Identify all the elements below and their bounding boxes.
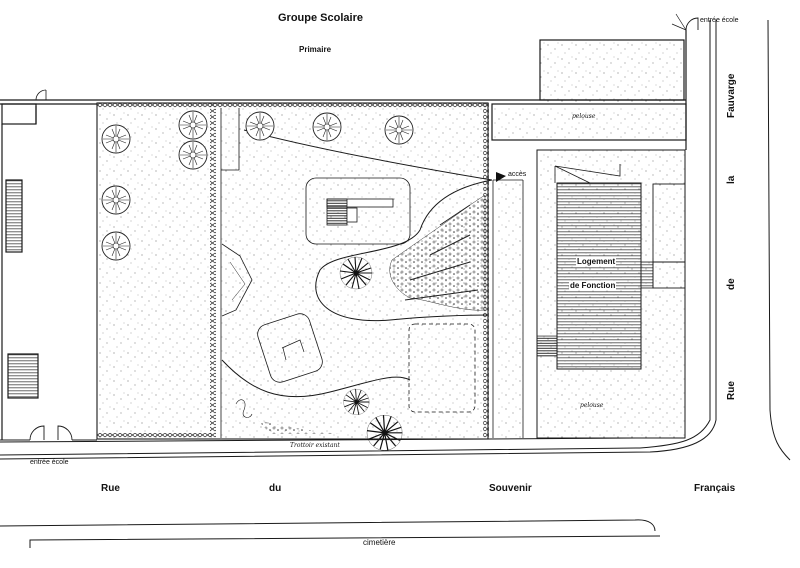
tree-symbol-icon xyxy=(101,231,131,261)
gates xyxy=(0,13,699,441)
street-rue-fauvarge-word: la xyxy=(726,175,737,184)
garden-paths xyxy=(221,129,493,418)
tree-symbol-icon xyxy=(178,140,208,170)
street-rue-souvenir-word: Rue xyxy=(101,483,120,494)
street-rue-fauvarge-word: Fauvarge xyxy=(726,73,737,118)
hedged-garden xyxy=(96,102,524,440)
road-edges xyxy=(0,19,791,548)
shrub-beds xyxy=(258,194,486,434)
tree-symbol-icon xyxy=(384,115,414,145)
site-boundaries xyxy=(0,30,687,440)
label-pelouse-bottom: pelouse xyxy=(580,402,604,409)
street-rue-fauvarge-word: de xyxy=(726,278,737,290)
label-de-fonction: de Fonction xyxy=(569,281,617,290)
tree-symbol-icon xyxy=(101,124,131,154)
tree-symbol-icon xyxy=(101,185,131,215)
label-pelouse-top: pelouse xyxy=(572,113,596,120)
label-trottoir-existant: Trottoir existant xyxy=(290,442,340,449)
street-rue-souvenir-word: Français xyxy=(694,483,736,494)
street-rue-fauvarge-word: Rue xyxy=(726,381,737,400)
logement-building xyxy=(536,149,686,439)
tree-symbol-icon xyxy=(312,112,342,142)
gate-arc-icon xyxy=(685,17,699,31)
tree-symbol-icon xyxy=(245,111,275,141)
label-cimetiere: cimetière xyxy=(363,538,396,547)
label-entree-ecole-bottom: entrée école xyxy=(30,459,69,466)
label-logement: Logement xyxy=(576,257,617,266)
street-rue-souvenir-word: Souvenir xyxy=(489,483,532,494)
tree-symbol-icon xyxy=(178,110,208,140)
play-structure xyxy=(326,198,394,226)
gate-arc-icon xyxy=(57,425,73,441)
label-groupe-scolaire: Groupe Scolaire xyxy=(278,12,363,24)
label-acces: accès xyxy=(508,171,527,178)
access-arrow-icon xyxy=(496,172,506,182)
label-entree-ecole-top: entrée école xyxy=(700,17,739,24)
gate-arc-icon xyxy=(29,425,45,441)
label-primaire: Primaire xyxy=(299,45,332,54)
street-rue-souvenir-word: du xyxy=(269,483,282,494)
